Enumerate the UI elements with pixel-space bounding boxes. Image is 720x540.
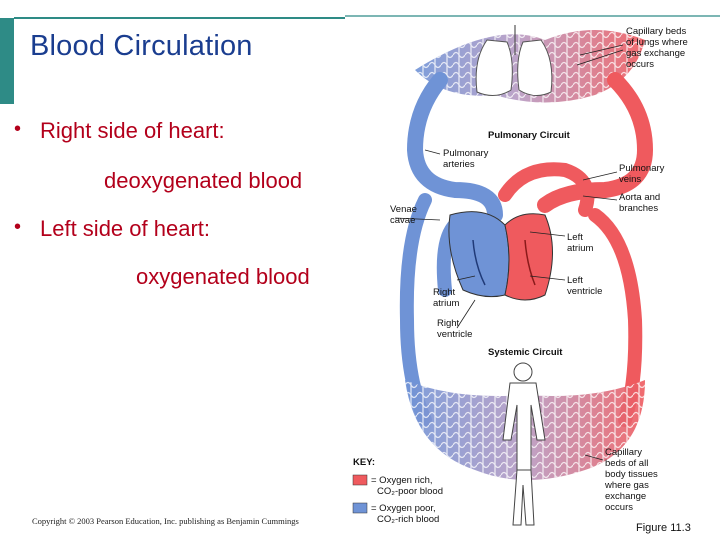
bullet-marker: • <box>14 216 22 238</box>
bullet-text: Right side of heart: <box>40 118 225 143</box>
copyright-notice: Copyright © 2003 Pearson Education, Inc.… <box>32 516 299 526</box>
capillary-lungs-label-2: of lungs where <box>626 37 688 48</box>
venae-cavae-label-2: cavae <box>390 215 415 226</box>
capillary-body-label-6: occurs <box>605 502 633 513</box>
aorta-label-1: Aorta and <box>619 192 660 203</box>
key-oxygen-rich-swatch <box>352 474 368 486</box>
left-accent-bar <box>0 18 14 104</box>
systemic-circuit-label: Systemic Circuit <box>488 347 563 358</box>
pulmonary-veins-label-1: Pulmonary <box>619 163 665 174</box>
right-ventricle-label-1: Right <box>437 318 460 329</box>
key-oxygen-rich-line1: = Oxygen rich, <box>371 475 433 486</box>
key-oxygen-poor-swatch <box>352 502 368 514</box>
capillary-body-label-2: beds of all <box>605 458 648 469</box>
leader-lines <box>394 44 624 461</box>
left-ventricle-label-1: Left <box>567 275 583 286</box>
bullet-marker: • <box>14 118 22 140</box>
left-atrium-label-2: atrium <box>567 243 593 254</box>
left-ventricle-label-2: ventricle <box>567 286 602 297</box>
capillary-body-label-5: exchange <box>605 491 646 502</box>
circulation-diagram: Capillary beds of lungs where gas exchan… <box>352 25 688 526</box>
bullet-detail-oxygenated: oxygenated blood <box>136 264 310 289</box>
left-atrium-label-1: Left <box>567 232 583 243</box>
aorta-label-2: branches <box>619 203 658 214</box>
figure-number: Figure 11.3 <box>636 522 691 534</box>
venae-cavae-label-1: Venae <box>390 204 417 215</box>
capillary-lungs-label-4: occurs <box>626 59 654 70</box>
capillary-body-label-4: where gas <box>604 480 649 491</box>
human-figure-icon <box>502 362 546 526</box>
color-key: KEY: = Oxygen rich, CO₂-poor blood = Oxy… <box>352 457 443 525</box>
capillary-lungs-label-3: gas exchange <box>626 48 685 59</box>
heart-icon <box>448 211 553 301</box>
right-ventricle-label-2: ventricle <box>437 329 472 340</box>
bullet-detail-deoxygenated: deoxygenated blood <box>104 168 303 193</box>
key-oxygen-poor-line2: CO₂-rich blood <box>377 514 439 525</box>
key-oxygen-poor-line1: = Oxygen poor, <box>371 503 436 514</box>
right-atrium-label-2: atrium <box>433 298 459 309</box>
capillary-body-label-3: body tissues <box>605 469 658 480</box>
pulmonary-circuit-label: Pulmonary Circuit <box>488 130 571 141</box>
capillary-lungs-label-1: Capillary beds <box>626 26 686 37</box>
key-oxygen-rich-line2: CO₂-poor blood <box>377 486 443 497</box>
capillary-body-label-1: Capillary <box>605 447 642 458</box>
pulmonary-arteries-label-1: Pulmonary <box>443 148 489 159</box>
bullet-text: Left side of heart: <box>40 216 210 241</box>
key-title: KEY: <box>353 457 375 468</box>
pulmonary-veins-label-2: veins <box>619 174 641 185</box>
pulmonary-arteries-label-2: arteries <box>443 159 475 170</box>
right-atrium-label-1: Right <box>433 287 456 298</box>
lungs-icon <box>475 25 553 96</box>
slide-title: Blood Circulation <box>30 30 253 62</box>
